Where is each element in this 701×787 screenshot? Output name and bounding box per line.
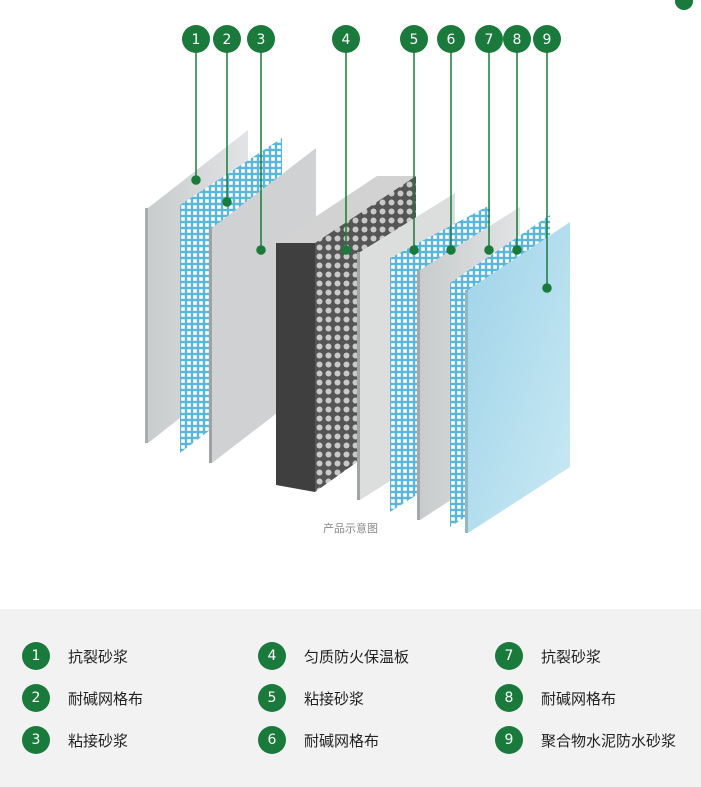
callout-6: 6: [437, 25, 465, 53]
svg-text:5: 5: [410, 32, 419, 48]
legend-badge: 7: [495, 642, 523, 670]
layer-4-insulation-board-side: [276, 243, 315, 492]
legend-item: 8 耐碱网格布: [495, 683, 616, 713]
layer-9-waterproof-mortar: [468, 222, 570, 533]
diagram-caption: 产品示意图: [323, 522, 378, 535]
legend-label: 粘接砂浆: [304, 689, 365, 708]
legend-item: 2 耐碱网格布: [22, 683, 143, 713]
legend-badge: 1: [22, 642, 50, 670]
legend-label: 匀质防火保温板: [304, 647, 410, 666]
legend-item: 6 耐碱网格布: [258, 725, 379, 755]
svg-text:3: 3: [257, 32, 266, 48]
callout-1: 1: [182, 25, 210, 53]
svg-text:6: 6: [447, 32, 456, 48]
svg-text:9: 9: [543, 32, 552, 48]
legend-item: 5 粘接砂浆: [258, 683, 364, 713]
svg-text:2: 2: [223, 32, 232, 48]
legend-badge: 4: [258, 642, 286, 670]
legend-badge: 2: [22, 684, 50, 712]
legend-label: 抗裂砂浆: [68, 647, 129, 666]
legend-panel: 1 抗裂砂浆 2 耐碱网格布 3 粘接砂浆 4 匀质防火保温板 5 粘接砂浆 6…: [0, 609, 701, 787]
legend-item: 9 聚合物水泥防水砂浆: [495, 725, 676, 755]
legend-label: 抗裂砂浆: [541, 647, 602, 666]
callout-9: 9: [533, 25, 561, 53]
callout-4: 4: [332, 25, 360, 53]
legend-label: 耐碱网格布: [541, 689, 617, 708]
svg-text:8: 8: [513, 32, 522, 48]
leader-lines: [191, 52, 552, 293]
callout-3: 3: [247, 25, 275, 53]
legend-item: 3 粘接砂浆: [22, 725, 128, 755]
legend-label: 耐碱网格布: [304, 731, 380, 750]
legend-item: 7 抗裂砂浆: [495, 641, 601, 671]
legend-badge: 8: [495, 684, 523, 712]
layer-diagram: 1 2 3 4 5 6 7 8 9: [145, 25, 570, 533]
legend-label: 聚合物水泥防水砂浆: [541, 731, 677, 750]
legend-badge: 5: [258, 684, 286, 712]
legend-item: 4 匀质防火保温板: [258, 641, 409, 671]
callout-8: 8: [503, 25, 531, 53]
svg-text:1: 1: [192, 32, 201, 48]
svg-text:7: 7: [485, 32, 494, 48]
corner-decoration: [675, 0, 693, 10]
legend-item: 1 抗裂砂浆: [22, 641, 128, 671]
svg-text:4: 4: [342, 32, 351, 48]
callout-5: 5: [400, 25, 428, 53]
legend-badge: 3: [22, 726, 50, 754]
callout-7: 7: [475, 25, 503, 53]
legend-badge: 6: [258, 726, 286, 754]
callout-2: 2: [213, 25, 241, 53]
legend-badge: 9: [495, 726, 523, 754]
legend-label: 粘接砂浆: [68, 731, 129, 750]
legend-label: 耐碱网格布: [68, 689, 144, 708]
